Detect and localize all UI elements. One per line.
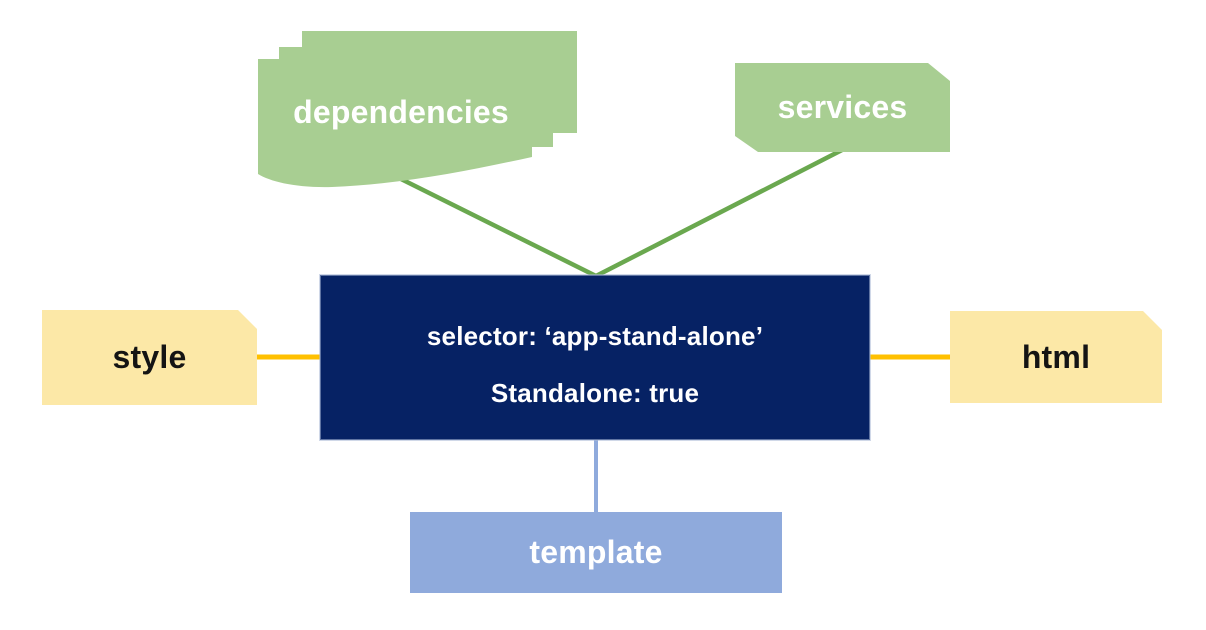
style-node-shape xyxy=(42,310,257,405)
component-node-shape xyxy=(319,274,871,441)
html-node-shape xyxy=(950,311,1162,403)
dependencies-node-shape xyxy=(258,31,577,188)
template-node-shape xyxy=(410,512,782,593)
edge-services-component xyxy=(593,147,845,279)
edge-dependencies-component xyxy=(394,174,599,279)
services-node-shape xyxy=(735,63,950,152)
